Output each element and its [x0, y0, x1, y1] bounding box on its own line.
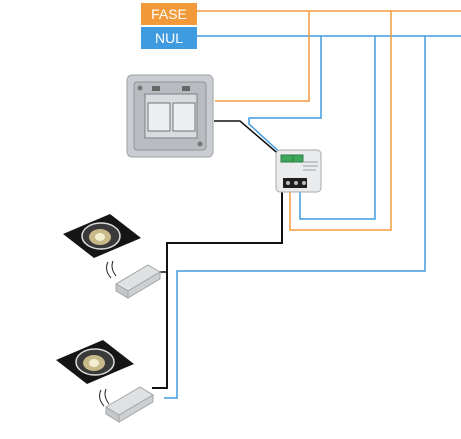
wall-switch [126, 74, 214, 158]
phase-to-module [289, 11, 392, 231]
neutral-label-box [141, 27, 197, 49]
neutral-to-lights [164, 36, 426, 399]
phase-to-switch [215, 11, 310, 102]
switch-to-module-wire [214, 120, 283, 158]
neutral-label: NUL [154, 30, 183, 46]
led-driver-2 [99, 386, 154, 423]
phase-label-box [141, 3, 197, 25]
module-to-lights-wire [152, 190, 283, 389]
switch-rocker-right [172, 102, 196, 132]
downlight-1 [63, 214, 141, 258]
downlight-2 [56, 340, 134, 384]
led-driver-1 [106, 260, 161, 299]
phase-label: FASE [151, 6, 187, 22]
dimmer-module [275, 149, 322, 193]
switch-rocker-left [147, 102, 171, 132]
neutral-to-module-a [248, 36, 322, 159]
neutral-to-module-b [299, 36, 376, 220]
